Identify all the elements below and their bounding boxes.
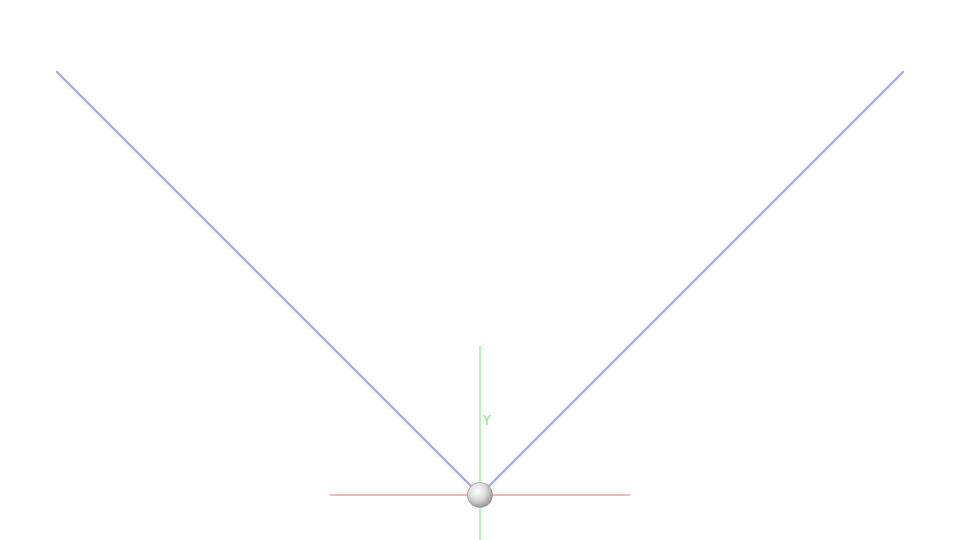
v-line-right	[478, 70, 905, 497]
y-axis-label: Y	[482, 414, 491, 429]
sphere-origin-icon[interactable]	[467, 482, 493, 508]
v-line-left	[55, 70, 482, 497]
axis-gizmo-icon: Y	[330, 346, 630, 540]
